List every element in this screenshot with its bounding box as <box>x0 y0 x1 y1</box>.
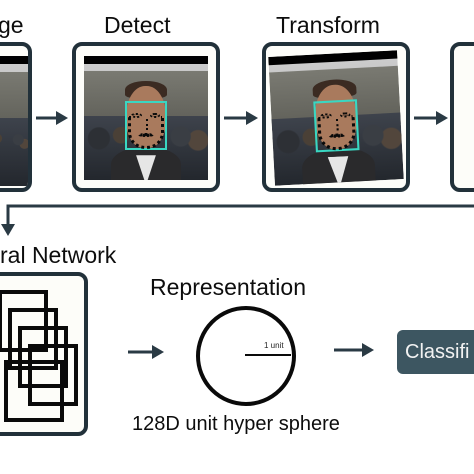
aligned-landmark-box <box>313 98 360 153</box>
arrow-transform-to-crop <box>414 111 448 125</box>
detect-frame <box>72 42 220 192</box>
arrow-network-to-representation <box>128 345 164 359</box>
stage-label-transform: Transform <box>276 12 380 38</box>
unit-radius-label: 1 unit <box>264 341 284 350</box>
transform-frame <box>262 42 410 192</box>
classify-box: Classifi <box>397 330 474 374</box>
representation-label: Representation <box>150 274 306 300</box>
crop-frame <box>450 42 474 192</box>
unit-radius-line <box>245 354 291 356</box>
unit-hypersphere-circle <box>196 306 296 406</box>
stage-label-detect: Detect <box>104 12 171 38</box>
connector-to-network <box>1 204 474 236</box>
arrow-detect-to-transform <box>224 111 258 125</box>
hypersphere-caption: 128D unit hyper sphere <box>132 413 340 435</box>
transform-photo <box>268 50 404 186</box>
arrow-representation-to-classify <box>334 343 374 357</box>
detect-photo <box>84 56 208 180</box>
input-image-frame <box>0 42 32 192</box>
face-landmark-box <box>124 100 168 151</box>
cnn-layer-stack <box>0 276 84 432</box>
stage-label-image: ge <box>0 12 24 38</box>
arrow-image-to-detect <box>36 111 68 125</box>
network-label: ral Network <box>0 242 117 268</box>
network-frame <box>0 272 88 436</box>
input-photo <box>0 56 28 186</box>
